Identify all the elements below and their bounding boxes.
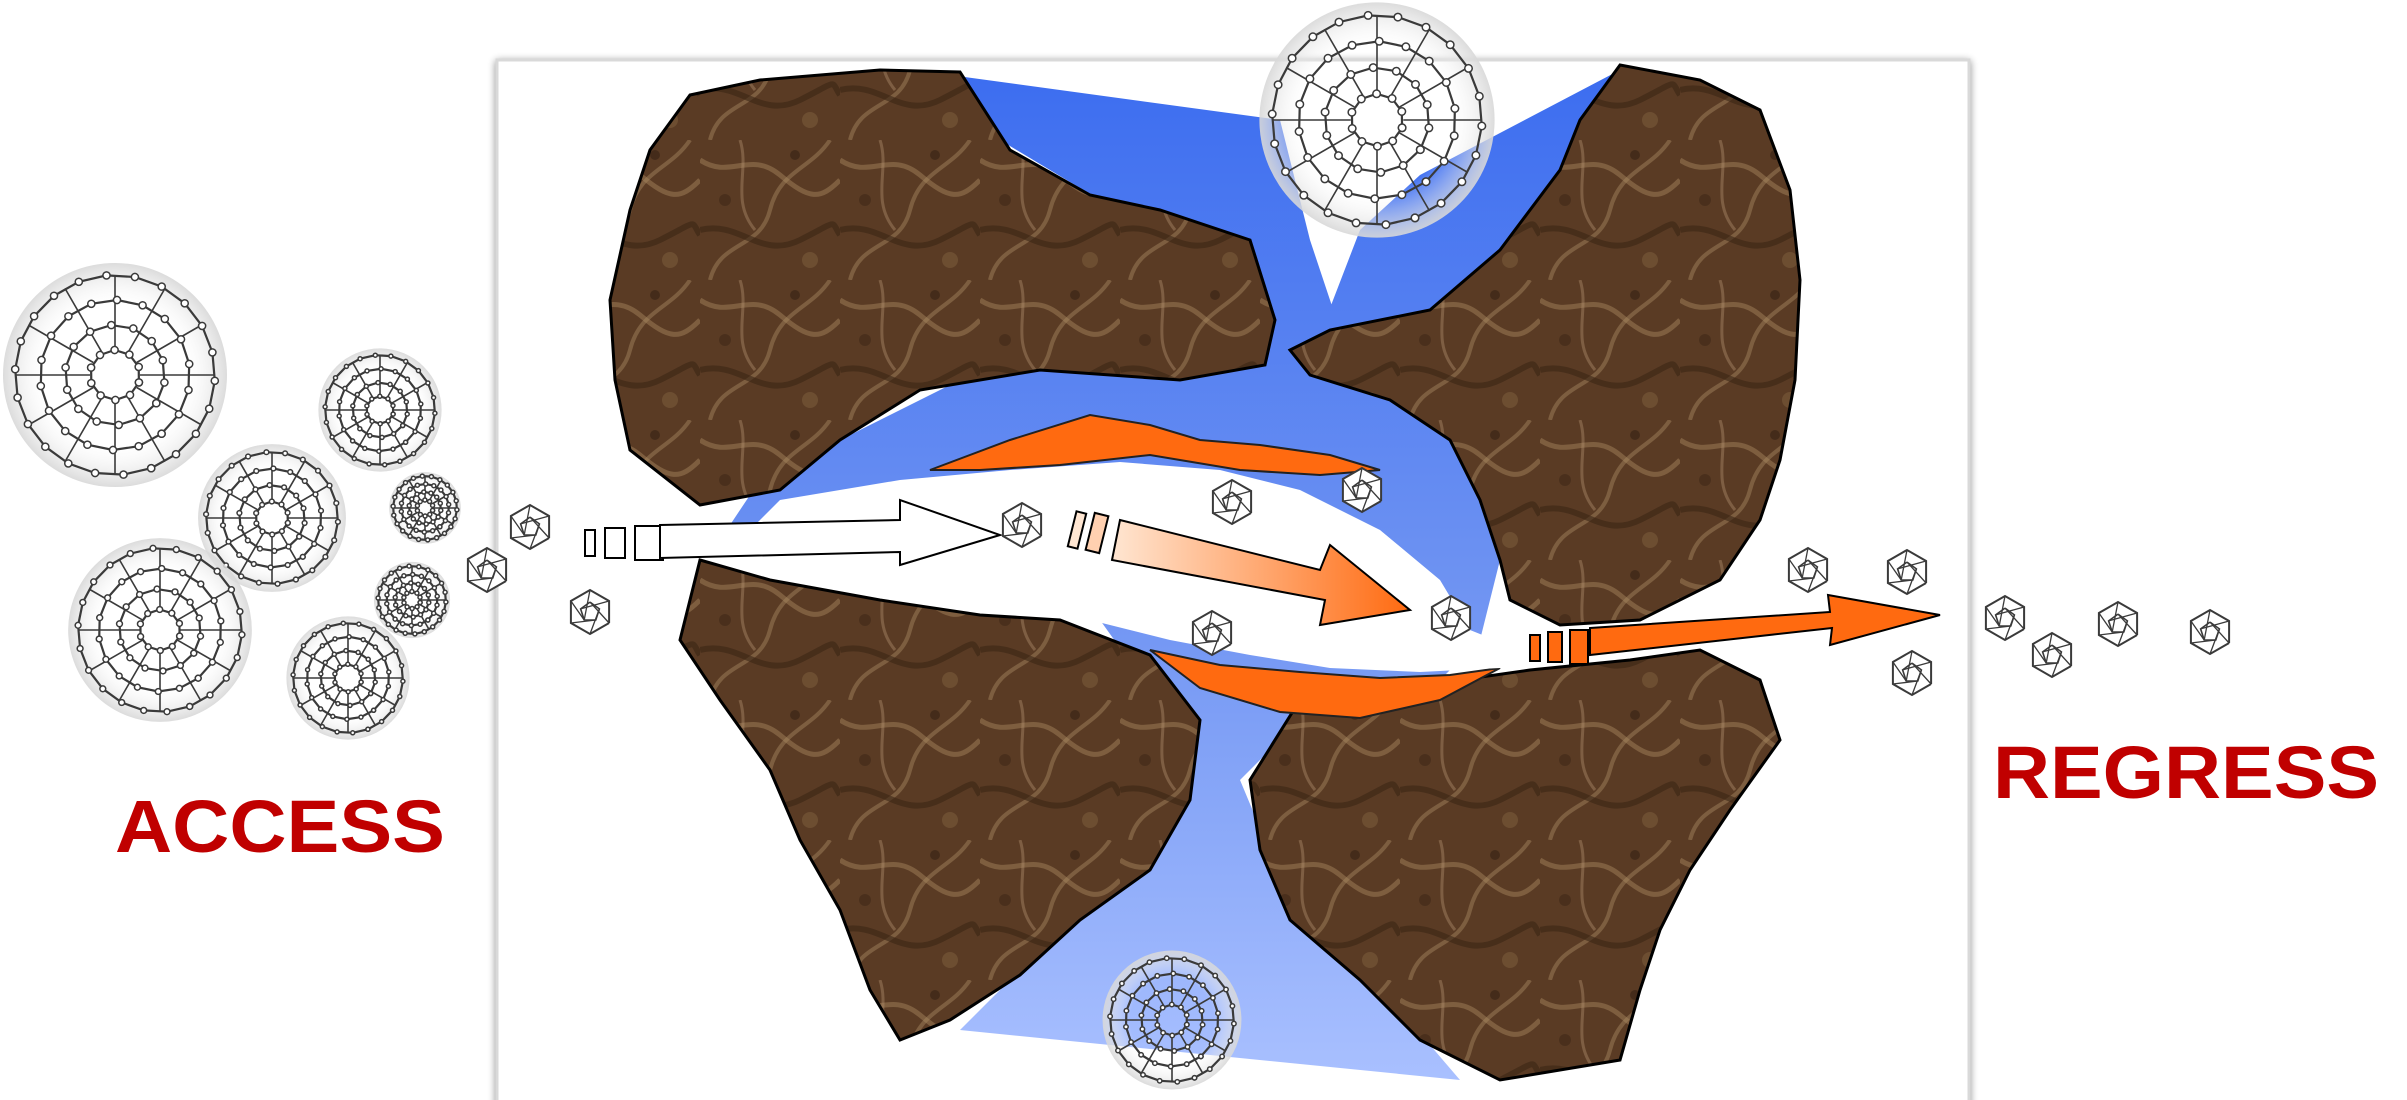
regress-label: REGRESS <box>1993 731 2379 814</box>
molecule-icon <box>1193 611 1231 655</box>
molecule-icon <box>1432 596 1470 640</box>
molecule-icon <box>1343 468 1381 512</box>
fullerene-cage-icon <box>318 348 441 471</box>
molecule-icon <box>1003 503 1041 547</box>
fullerene-cage-icon <box>1259 2 1494 237</box>
fullerene-cage-icon <box>3 263 227 487</box>
molecule-icon <box>1893 651 1931 695</box>
molecule-icon <box>1888 550 1926 594</box>
fullerene-cage-icon <box>374 562 450 638</box>
fullerene-cage-icon <box>389 472 461 544</box>
molecule-icon <box>2191 610 2229 654</box>
fullerene-cage-icon <box>286 616 409 739</box>
molecule-icon <box>468 548 506 592</box>
fullerene-cage-icon <box>1103 951 1242 1090</box>
molecule-icon <box>571 590 609 634</box>
molecule-icon <box>1986 596 2024 640</box>
fullerene-cage-icon <box>68 538 252 722</box>
molecule-icon <box>1789 548 1827 592</box>
molecule-icon <box>2099 602 2137 646</box>
molecule-icon <box>1213 480 1251 524</box>
molecule-icon <box>2033 633 2071 677</box>
access-label: ACCESS <box>115 785 445 868</box>
molecule-icon <box>511 505 549 549</box>
